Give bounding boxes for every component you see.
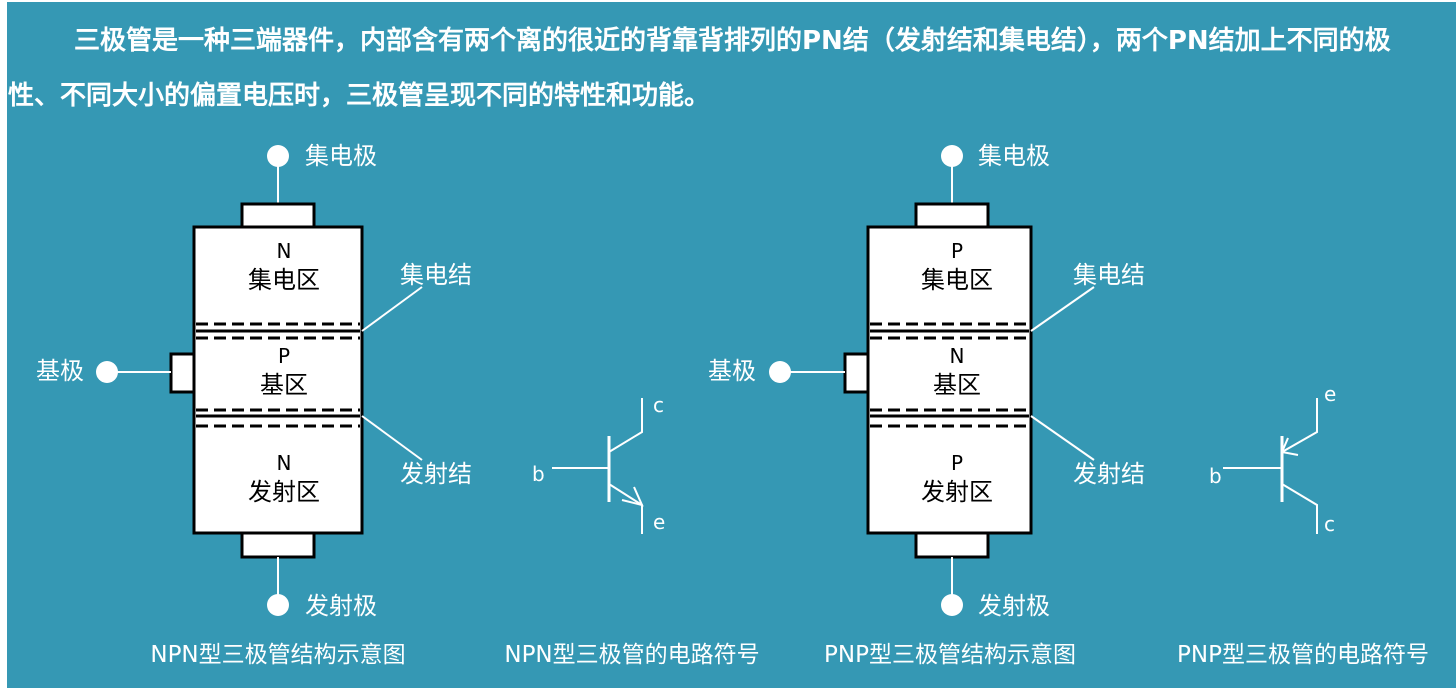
- pnp-structure: 集电极 P 集电区 N 基区 P 发射区 基极 发射极 集电结 发射结 PNP型…: [708, 142, 1145, 668]
- npn-symbol-emitter-arrow-icon: [621, 486, 644, 507]
- npn-base-region-type: P: [278, 344, 290, 368]
- pnp-emitter-junction-pointer: [1030, 415, 1095, 461]
- pnp-symbol-caption: PNP型三极管的电路符号: [1177, 642, 1429, 668]
- pnp-base-region-type: N: [950, 344, 965, 368]
- npn-symbol-c-label: c: [653, 393, 664, 417]
- pnp-base-terminal: [769, 361, 791, 383]
- pnp-base-region-name: 基区: [933, 371, 981, 399]
- pnp-collector-junction-label: 集电结: [1073, 261, 1145, 289]
- npn-base-terminal: [96, 361, 118, 383]
- npn-collector-junction-pointer: [361, 286, 423, 332]
- pnp-emitter-junction-label: 发射结: [1073, 460, 1145, 488]
- pnp-collector-contact: [914, 202, 990, 229]
- pnp-collector-region-name: 集电区: [921, 266, 993, 294]
- npn-collector-contact: [240, 202, 316, 229]
- npn-symbol-e-label: e: [653, 510, 665, 534]
- intro-paragraph: 三极管是一种三端器件，内部含有两个离的很近的背靠背排列的PN结（发射结和集电结）…: [8, 26, 1391, 111]
- pnp-symbol: b e c PNP型三极管的电路符号: [1177, 382, 1429, 668]
- npn-emitter-junction-label: 发射结: [400, 460, 472, 488]
- npn-base-label: 基极: [36, 357, 84, 385]
- pnp-base-contact: [843, 352, 870, 394]
- npn-structure: 集电极 N 集电区 P 基区 N 发射区 基极 发射极 集电结 发射结 NPN型…: [36, 142, 472, 668]
- pnp-collector-region-type: P: [951, 239, 963, 263]
- pnp-symbol-e-label: e: [1324, 382, 1336, 406]
- pnp-emitter-contact: [914, 531, 990, 559]
- pnp-symbol-emitter-arrow-icon: [1280, 437, 1299, 456]
- npn-emitter-label: 发射极: [305, 592, 377, 620]
- pnp-symbol-emitter-lead: [1281, 398, 1318, 453]
- pnp-symbol-b-label: b: [1209, 464, 1222, 488]
- npn-collector-region-name: 集电区: [248, 266, 320, 294]
- pnp-symbol-collector-lead: [1281, 483, 1318, 534]
- pnp-collector-terminal: [941, 145, 963, 167]
- npn-device-body: [192, 225, 364, 535]
- npn-collector-terminal: [267, 145, 289, 167]
- npn-symbol: b c e NPN型三极管的电路符号: [504, 393, 759, 668]
- pnp-emitter-terminal: [941, 594, 963, 616]
- pnp-emitter-region-name: 发射区: [921, 478, 993, 506]
- pnp-base-label: 基极: [708, 357, 756, 385]
- npn-emitter-region-type: N: [277, 451, 292, 475]
- npn-symbol-b-label: b: [532, 462, 545, 486]
- npn-symbol-caption: NPN型三极管的电路符号: [504, 642, 759, 668]
- npn-emitter-terminal: [267, 594, 289, 616]
- npn-emitter-junction-pointer: [361, 415, 423, 461]
- npn-emitter-region-name: 发射区: [248, 478, 320, 506]
- npn-collector-region-type: N: [277, 239, 292, 263]
- pnp-structure-caption: PNP型三极管结构示意图: [824, 642, 1076, 668]
- npn-emitter-contact: [240, 531, 316, 559]
- npn-collector-label: 集电极: [305, 142, 377, 170]
- npn-collector-junction-label: 集电结: [400, 261, 472, 289]
- npn-structure-caption: NPN型三极管结构示意图: [150, 642, 405, 668]
- pnp-collector-junction-pointer: [1030, 286, 1095, 332]
- pnp-emitter-region-type: P: [951, 451, 963, 475]
- pnp-emitter-label: 发射极: [978, 592, 1050, 620]
- npn-base-region-name: 基区: [260, 371, 308, 399]
- pnp-symbol-c-label: c: [1324, 512, 1335, 536]
- npn-symbol-collector-lead: [608, 398, 643, 453]
- pnp-collector-label: 集电极: [978, 142, 1050, 170]
- npn-base-contact: [169, 352, 196, 394]
